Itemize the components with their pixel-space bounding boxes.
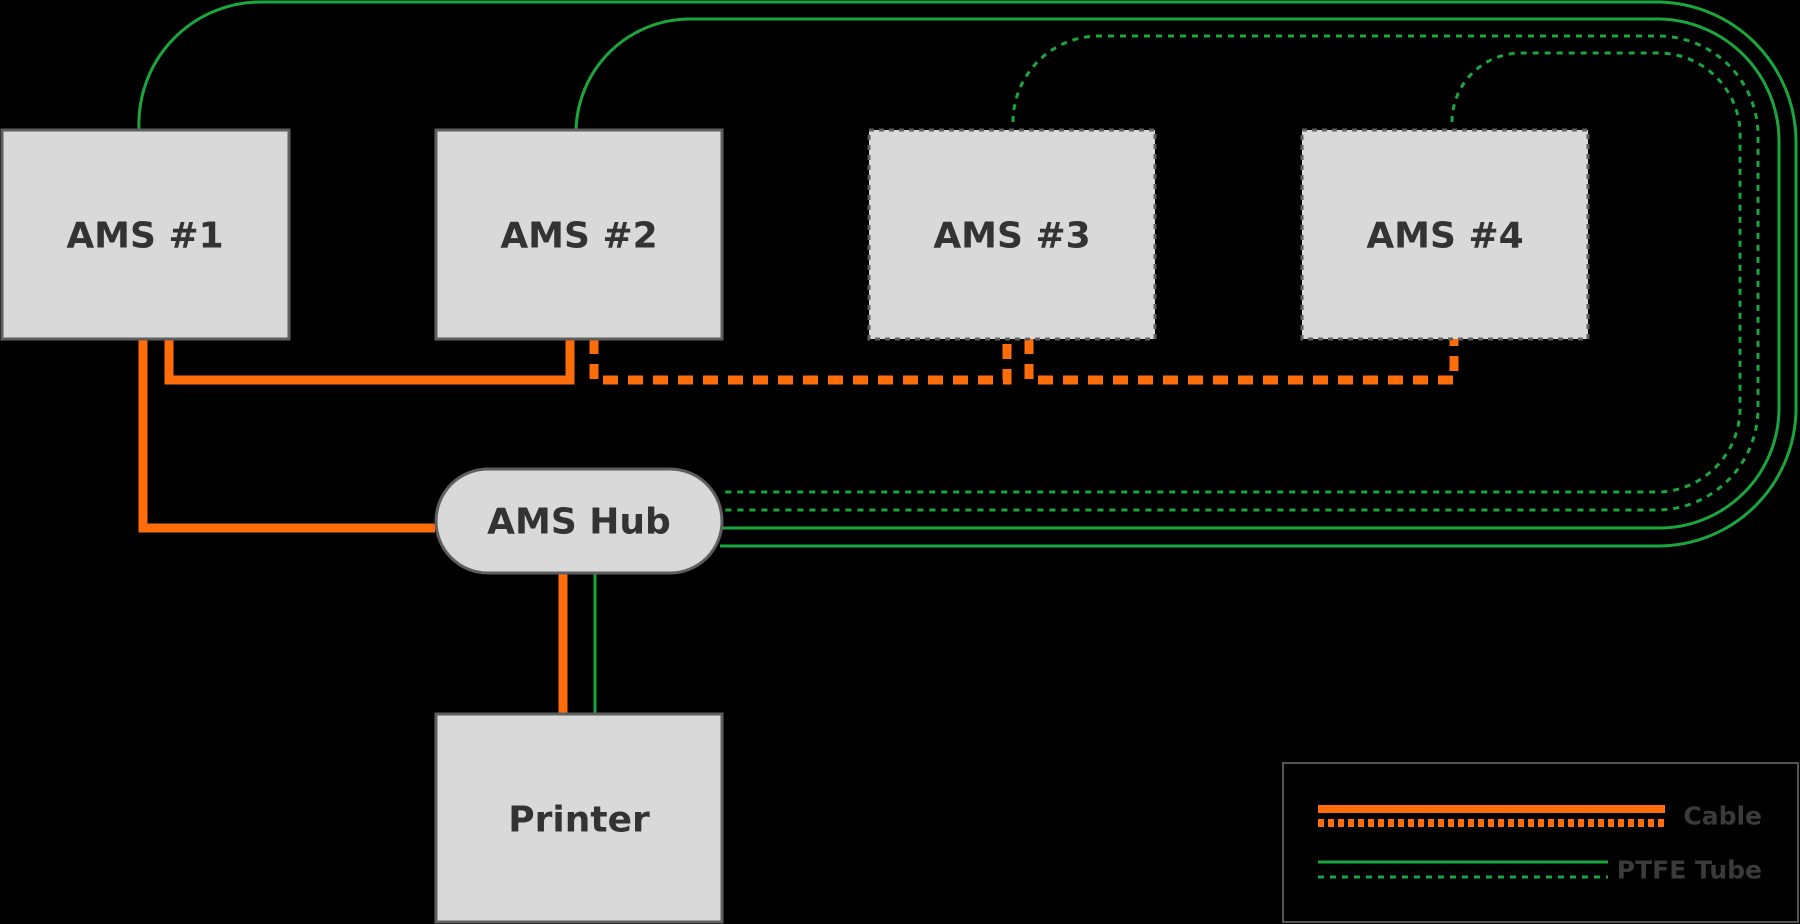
legend: Cable PTFE Tube <box>1282 762 1799 923</box>
ptfe-tube-ams2 <box>574 17 1781 530</box>
printer-label: Printer <box>508 800 650 841</box>
ams-unit-4-label: AMS #4 <box>1366 216 1523 257</box>
cable-ams1-ams2 <box>164 339 575 385</box>
legend-cable-label: Cable <box>1683 802 1762 831</box>
ams-unit-3: AMS #3 <box>867 128 1157 341</box>
ams-hub-label: AMS Hub <box>487 502 671 543</box>
legend-box <box>1282 762 1799 923</box>
ams-unit-1: AMS #1 <box>0 128 291 341</box>
ptfe-tubes <box>137 0 1798 714</box>
ams-unit-2: AMS #2 <box>434 128 724 341</box>
ams-unit-1-label: AMS #1 <box>66 216 223 257</box>
ams-unit-3-box <box>867 128 1157 341</box>
cable-ams3-ams4 <box>1024 339 1459 385</box>
ptfe-tube-ams4 <box>720 51 1742 494</box>
ams-unit-1-box <box>0 128 291 341</box>
ams-unit-4: AMS #4 <box>1300 128 1590 341</box>
ams-unit-2-box <box>434 128 724 341</box>
ptfe-tube-ams1 <box>137 0 1798 548</box>
ams-unit-4-box <box>1300 128 1590 341</box>
cable-ams1-hub <box>138 339 435 533</box>
ams-hub-box <box>434 467 724 575</box>
ams-unit-3-label: AMS #3 <box>933 216 1090 257</box>
cable-ams2-ams3 <box>589 339 1012 385</box>
printer-box <box>434 712 724 924</box>
legend-ptfe-label: PTFE Tube <box>1617 856 1762 885</box>
cables <box>138 339 1459 714</box>
ptfe-tube-ams3 <box>720 34 1760 512</box>
ams-hub: AMS Hub <box>434 467 724 575</box>
ams-unit-2-label: AMS #2 <box>500 216 657 257</box>
printer: Printer <box>434 712 724 924</box>
